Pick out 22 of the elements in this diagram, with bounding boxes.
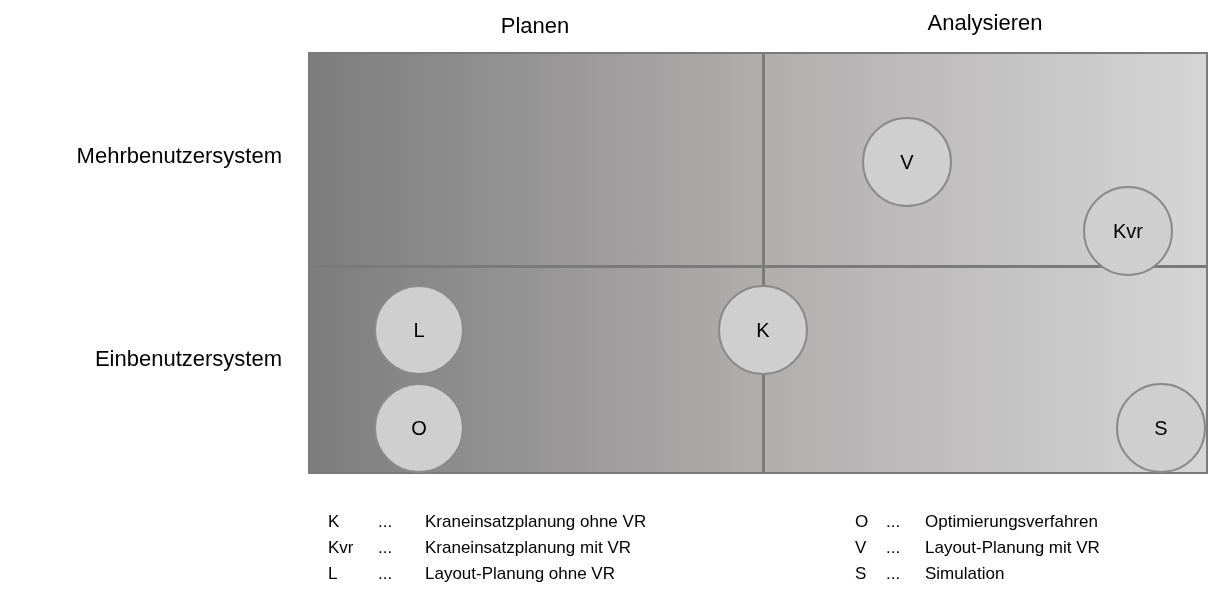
legend-description: Kraneinsatzplanung mit VR — [425, 537, 631, 560]
legend-description: Simulation — [925, 563, 1005, 586]
legend-ellipsis: ... — [886, 511, 901, 534]
row-heading: Einbenutzersystem — [94, 344, 282, 373]
column-heading: Analysieren — [927, 8, 1043, 37]
legend-abbreviation: O — [855, 511, 869, 534]
legend-abbreviation: V — [855, 537, 867, 560]
legend-abbreviation: K — [328, 511, 340, 534]
legend-ellipsis: ... — [886, 537, 901, 560]
column-heading: Planen — [500, 11, 570, 40]
legend-description: Kraneinsatzplanung ohne VR — [425, 511, 647, 534]
legend-ellipsis: ... — [378, 537, 393, 560]
legend-ellipsis: ... — [378, 563, 393, 586]
legend-ellipsis: ... — [378, 511, 393, 534]
legend-ellipsis: ... — [886, 563, 901, 586]
legend-abbreviation: S — [855, 563, 867, 586]
legend-description: Layout-Planung ohne VR — [425, 563, 615, 586]
legend-abbreviation: Kvr — [328, 537, 354, 560]
legend-abbreviation: L — [328, 563, 338, 586]
legend-description: Optimierungsverfahren — [925, 511, 1098, 534]
legend-description: Layout-Planung mit VR — [925, 537, 1100, 560]
row-heading: Mehrbenutzersystem — [76, 141, 282, 170]
